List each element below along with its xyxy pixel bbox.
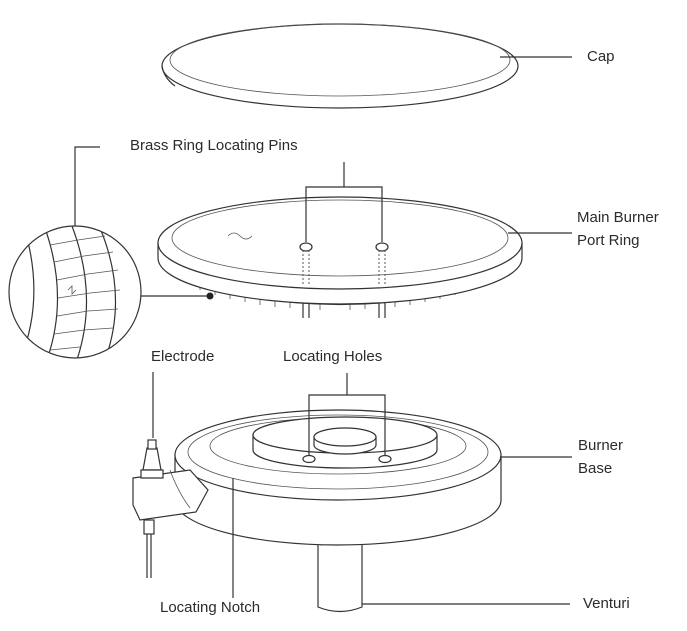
burner-base-part (132, 409, 502, 613)
label-venturi: Venturi (583, 595, 630, 612)
cap-part (161, 23, 519, 109)
label-electrode: Electrode (151, 348, 215, 365)
port-ring-part (157, 196, 523, 318)
label-locating-holes: Locating Holes (283, 348, 383, 365)
label-locating-notch: Locating Notch (160, 599, 261, 616)
label-port-ring: Port Ring (577, 232, 640, 249)
holes-bracket (308, 373, 386, 456)
pins-bracket (305, 162, 383, 242)
label-main-burner: Main Burner (577, 209, 659, 226)
label-burner: Burner (578, 437, 624, 454)
label-brass-ring-locating-pins: Brass Ring Locating Pins (130, 137, 298, 154)
label-base: Base (578, 460, 613, 477)
label-cap: Cap (587, 48, 615, 65)
